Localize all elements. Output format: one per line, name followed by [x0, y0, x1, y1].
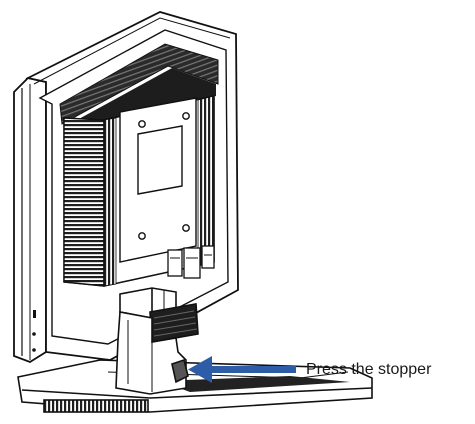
callout-label: Press the stopper [306, 360, 431, 380]
vesa-mount-plate [120, 98, 196, 262]
